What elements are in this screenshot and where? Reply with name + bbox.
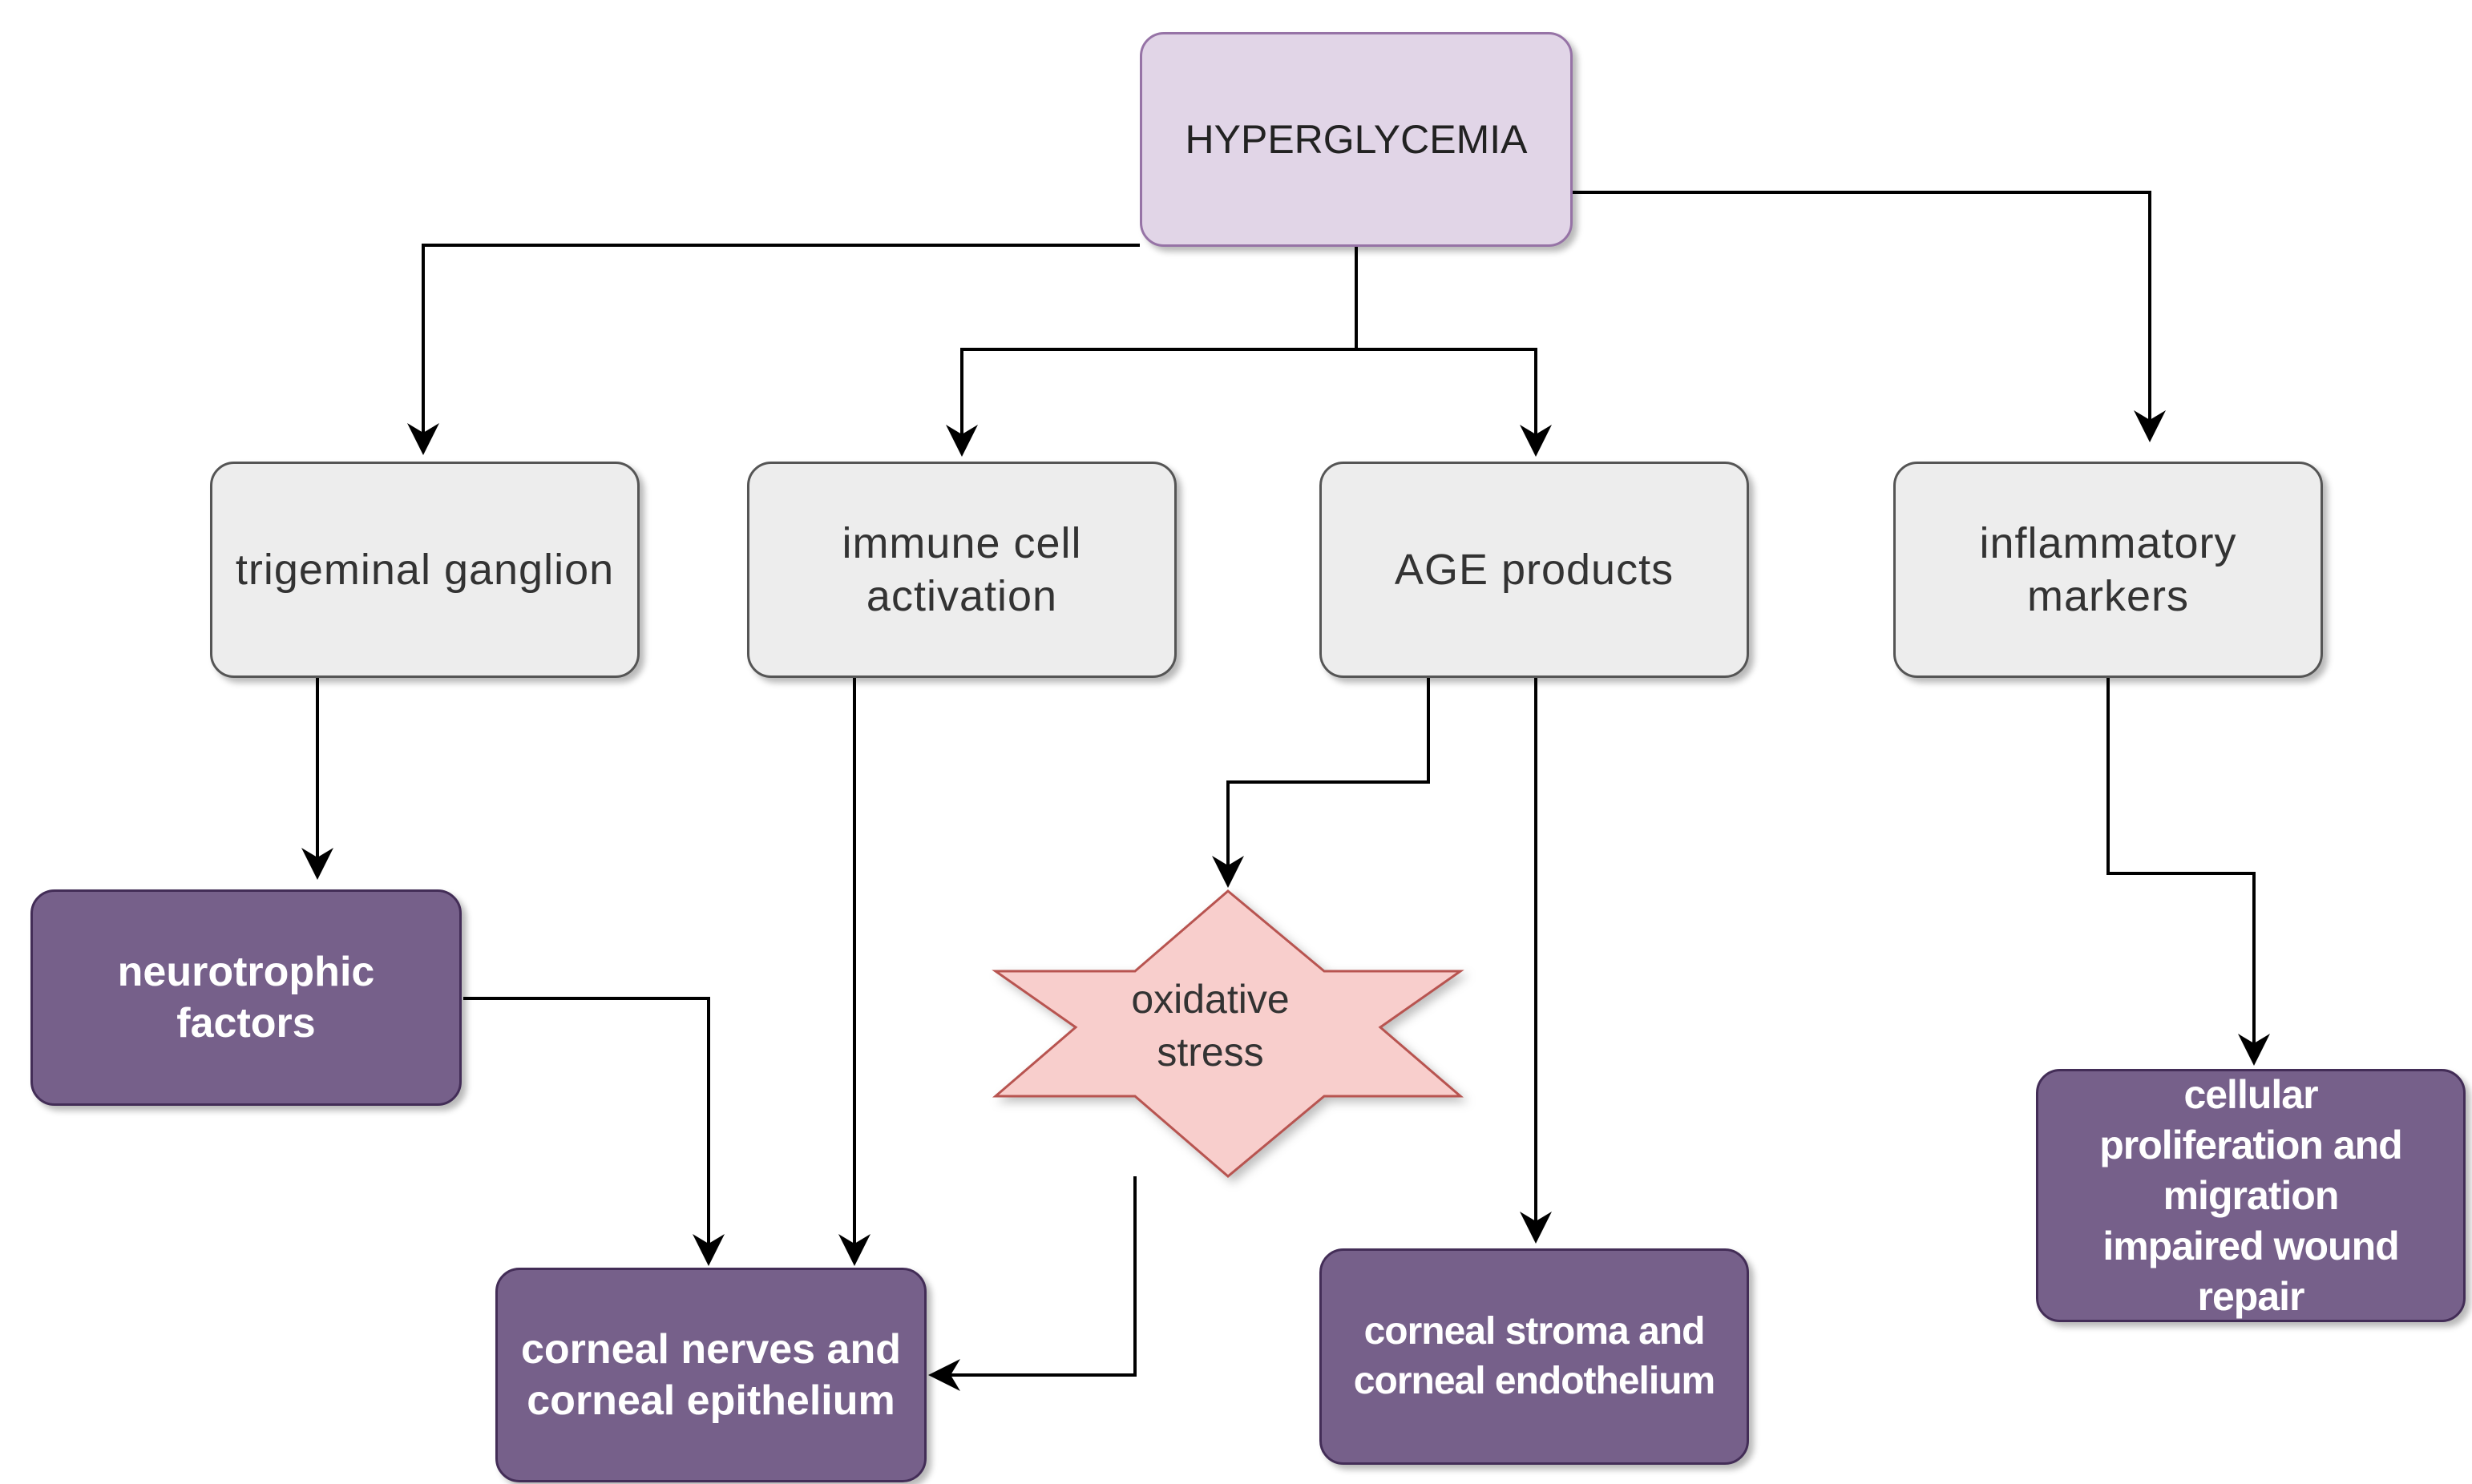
node-trigeminal-ganglion: trigeminal ganglion xyxy=(210,462,640,678)
node-immune-cell-activation: immune cell activation xyxy=(747,462,1177,678)
node-age-products-label: AGE products xyxy=(1394,546,1674,594)
node-trigeminal-ganglion-label: trigeminal ganglion xyxy=(235,546,615,594)
node-neurotrophic-factors: neurotrophic factors xyxy=(30,889,462,1106)
node-corneal-stroma-endothelium-label: corneal stroma and corneal endothelium xyxy=(1353,1310,1715,1402)
edge-hyperglycemia-to-inflammatory-markers xyxy=(1573,191,2166,442)
node-corneal-nerves-epithelium: corneal nerves and corneal epithelium xyxy=(495,1268,927,1482)
edge-age-products-to-oxidative-stress xyxy=(1212,678,1430,888)
node-corneal-stroma-endothelium: corneal stroma and corneal endothelium xyxy=(1319,1248,1749,1465)
edge-oxidative-stress-to-corneal-nerves xyxy=(928,1176,1137,1391)
node-neurotrophic-factors-label: neurotrophic factors xyxy=(117,949,375,1046)
edge-hyperglycemia-to-age-products xyxy=(1356,348,1552,457)
edge-neurotrophic-factors-to-corneal-nerves xyxy=(463,997,725,1266)
node-cellular-proliferation: cellular proliferation and migration imp… xyxy=(2036,1069,2466,1322)
node-hyperglycemia-label: HYPERGLYCEMIA xyxy=(1185,117,1528,162)
node-immune-cell-activation-label: immune cell activation xyxy=(842,519,1082,620)
edge-inflammatory-markers-to-cellular-proliferation xyxy=(2106,678,2270,1066)
oxidative-stress-star-shape xyxy=(992,889,1464,1178)
node-age-products: AGE products xyxy=(1319,462,1749,678)
node-corneal-nerves-epithelium-label: corneal nerves and corneal epithelium xyxy=(521,1326,901,1424)
node-oxidative-stress-label: oxidative stress xyxy=(1131,977,1290,1075)
edge-hyperglycemia-to-immune-cell-activation xyxy=(946,348,1356,457)
node-oxidative-stress: oxidative stress xyxy=(986,962,1435,1090)
node-cellular-proliferation-label: cellular proliferation and migration imp… xyxy=(2099,1071,2402,1319)
node-inflammatory-markers: inflammatory markers xyxy=(1893,462,2323,678)
node-inflammatory-markers-label: inflammatory markers xyxy=(1979,519,2237,620)
node-hyperglycemia: HYPERGLYCEMIA xyxy=(1140,32,1573,247)
edge-hyperglycemia-to-trigeminal-ganglion xyxy=(407,244,1140,455)
